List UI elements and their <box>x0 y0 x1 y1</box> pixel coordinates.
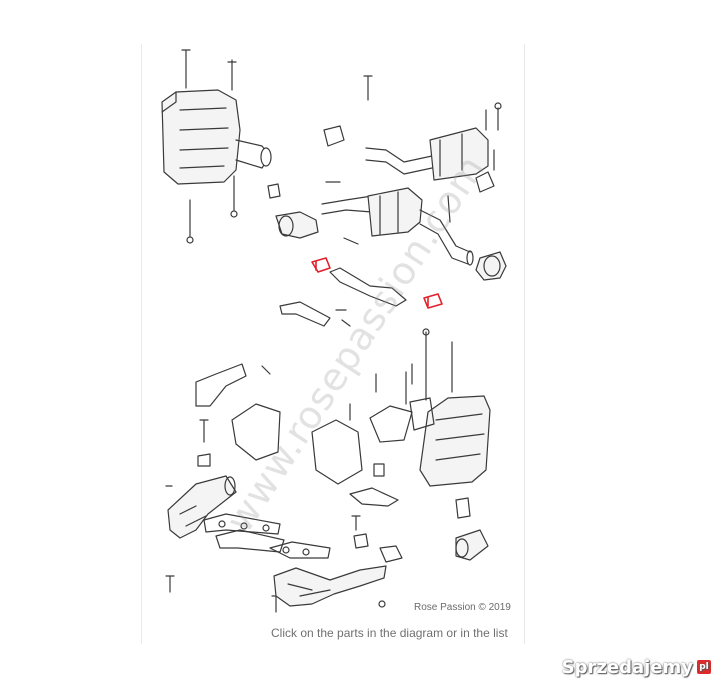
hanger-brackets[interactable] <box>195 363 413 507</box>
exhaust-pipe-clamp[interactable] <box>475 251 507 281</box>
mount-fastener-left[interactable] <box>186 175 281 244</box>
panel-border-left <box>141 44 142 644</box>
manifold-left[interactable] <box>167 475 237 539</box>
diagram-instruction: Click on the parts in the diagram or in … <box>271 626 508 640</box>
studs-and-bolts[interactable] <box>165 363 413 613</box>
tailpipe-left[interactable] <box>275 211 319 239</box>
tailpipe-right[interactable] <box>455 497 489 561</box>
catalytic-converter-upper[interactable] <box>323 75 502 193</box>
panel-border-right <box>524 44 525 644</box>
highlighted-clip-upper[interactable] <box>311 257 331 273</box>
diagram-copyright: Rose Passion © 2019 <box>414 602 511 613</box>
heat-shield-bracket[interactable] <box>279 267 407 327</box>
rear-silencer-left[interactable] <box>161 49 272 185</box>
manifold-right[interactable] <box>273 533 387 607</box>
manifold-gaskets[interactable] <box>203 513 403 563</box>
rear-silencer-right[interactable] <box>405 328 491 487</box>
brand-mark: pl <box>697 660 711 674</box>
brand-name: Sprzedajemy <box>561 656 693 678</box>
brand-watermark: Sprzedajemy pl <box>554 652 717 682</box>
catalytic-converter-lower[interactable] <box>321 187 474 266</box>
highlighted-clip-lower[interactable] <box>423 293 443 309</box>
